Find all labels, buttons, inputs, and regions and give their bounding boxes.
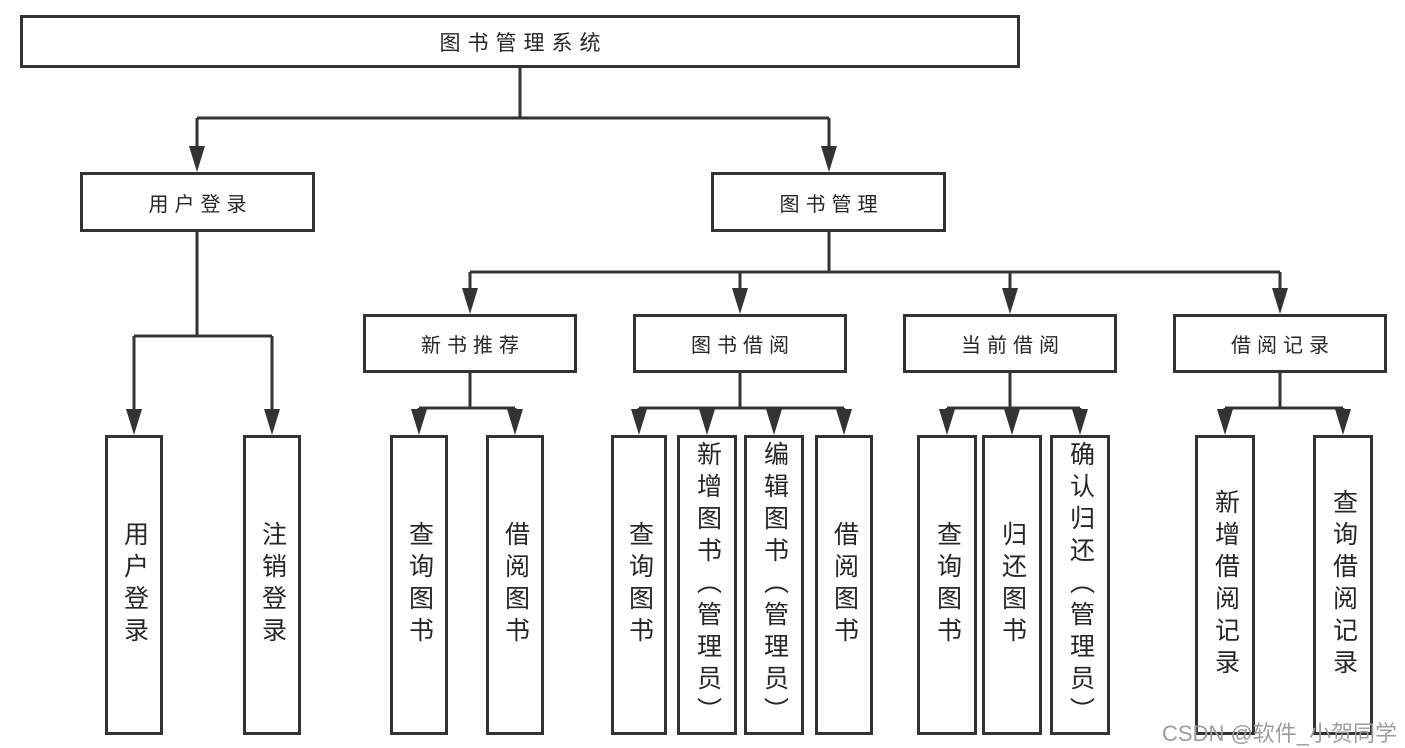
arrowhead — [264, 409, 280, 435]
leaf-query-books-current: 查询图书 — [917, 435, 977, 735]
node-borrow-records: 借阅记录 — [1173, 314, 1387, 373]
arrowhead — [1004, 409, 1020, 435]
leaf-user-login: 用户登录 — [105, 435, 163, 735]
connector-bookborrow-to-leaves — [637, 373, 846, 418]
arrowhead — [732, 288, 748, 314]
arrowhead — [411, 409, 427, 435]
arrowhead — [631, 409, 647, 435]
leaf-borrow-books: 借阅图书 — [815, 435, 873, 735]
arrowhead — [1335, 409, 1351, 435]
leaf-add-borrow-record: 新增借阅记录 — [1195, 435, 1255, 735]
node-new-book-recommend: 新书推荐 — [363, 314, 577, 373]
node-root-library-management-system: 图书管理系统 — [20, 15, 1020, 68]
leaf-return-book: 归还图书 — [982, 435, 1042, 735]
node-current-borrow: 当前借阅 — [903, 314, 1117, 373]
arrowhead — [507, 409, 523, 435]
arrowhead — [126, 409, 142, 435]
leaf-confirm-return-admin: 确认归还（管理员） — [1050, 435, 1110, 735]
node-book-borrow: 图书借阅 — [633, 314, 847, 373]
leaf-query-books-borrow: 查询图书 — [611, 435, 667, 735]
connector-root-to-level2 — [195, 68, 831, 152]
connector-userlogin-to-leaves — [132, 232, 274, 415]
leaf-query-books-recommend: 查询图书 — [390, 435, 448, 735]
connector-borrowrecords-to-leaves — [1223, 373, 1345, 418]
leaf-edit-book-admin: 编辑图书（管理员） — [744, 435, 804, 735]
arrowhead — [1072, 409, 1088, 435]
arrowhead — [836, 409, 852, 435]
arrowhead — [766, 409, 782, 435]
arrowhead — [189, 146, 205, 172]
leaf-query-borrow-record: 查询借阅记录 — [1313, 435, 1373, 735]
node-book-management: 图书管理 — [711, 172, 946, 232]
arrowhead — [1217, 409, 1233, 435]
node-user-login: 用户登录 — [80, 172, 315, 232]
arrowhead — [1002, 288, 1018, 314]
leaf-borrow-books-recommend: 借阅图书 — [486, 435, 544, 735]
connector-bookmgmt-to-level3 — [468, 232, 1282, 295]
arrowhead — [462, 288, 478, 314]
arrowhead — [939, 409, 955, 435]
leaf-add-book-admin: 新增图书（管理员） — [677, 435, 737, 735]
arrowhead — [699, 409, 715, 435]
arrowhead — [1272, 288, 1288, 314]
connector-newbook-to-leaves — [417, 373, 517, 418]
arrowhead — [821, 146, 837, 172]
leaf-logout: 注销登录 — [243, 435, 301, 735]
watermark: CSDN @软件_小贺同学 — [1162, 721, 1398, 746]
